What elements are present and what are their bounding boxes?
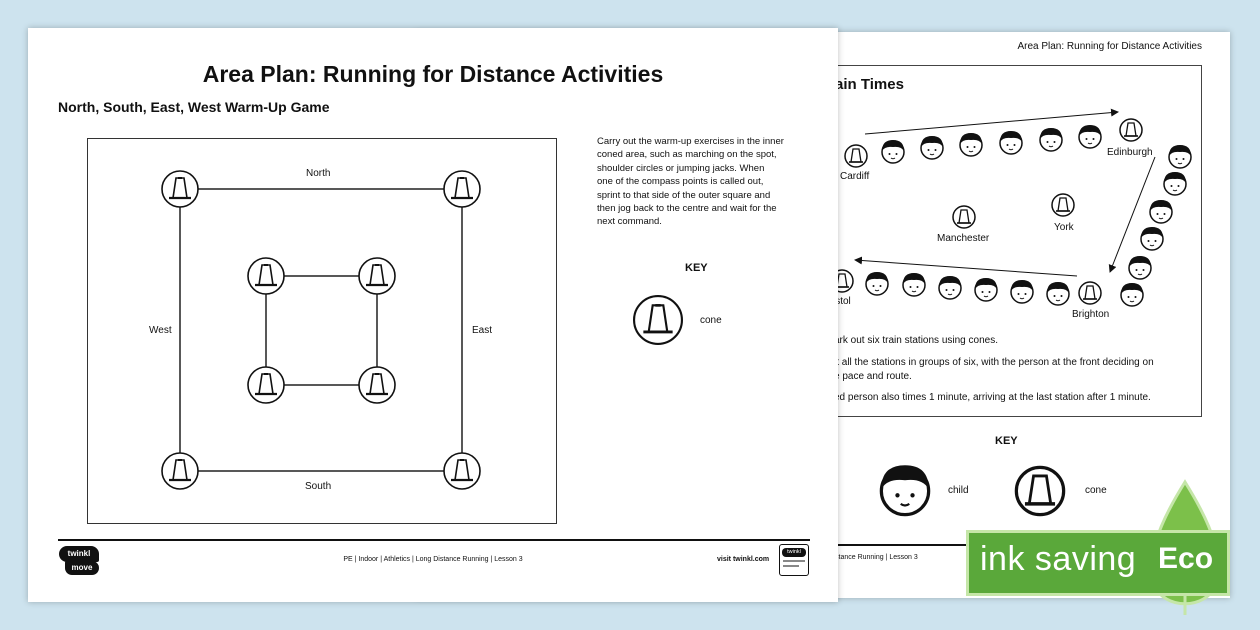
footer-course-info: PE | Indoor | Athletics | Long Distance …	[343, 556, 523, 563]
instruction-line: then jog back to the centre and wait for…	[597, 203, 777, 215]
logo-word-twinkl: twinkl	[59, 546, 99, 562]
child-icon	[974, 277, 998, 302]
key-child-icon	[879, 463, 931, 517]
key-cone-icon	[632, 294, 684, 346]
eco-label: Eco	[1158, 542, 1214, 575]
quality-badge: twinkl	[779, 544, 809, 576]
label-east: East	[472, 325, 493, 336]
york-cone-icon	[1051, 193, 1075, 217]
back-instruction-2: it all the stations in groups of six, wi…	[834, 357, 1154, 368]
ink-saving-banner	[966, 530, 1230, 596]
label-west: West	[149, 325, 172, 336]
child-icon	[1039, 127, 1063, 152]
back-instruction-1: ark out six train stations using cones.	[834, 335, 998, 346]
station-label-bristol: istol	[833, 296, 851, 307]
instruction-line: coned area, such as marching on the spot…	[597, 149, 777, 161]
child-icon	[999, 130, 1023, 155]
page-subtitle: North, South, East, West Warm-Up Game	[58, 99, 330, 115]
instruction-line: next command.	[597, 216, 662, 228]
back-key-cone-label: cone	[1085, 485, 1107, 496]
instructions-text: Carry out the warm-up exercises in the i…	[597, 135, 817, 229]
child-icon	[881, 139, 905, 164]
outer-cone-sw-icon	[160, 451, 200, 491]
footer-website-link[interactable]: visit twinkl.com	[717, 556, 770, 563]
station-label-edinburgh: Edinburgh	[1107, 147, 1153, 158]
child-icon	[1010, 279, 1034, 304]
play-area-boundary	[87, 138, 557, 524]
inner-cone-nw-icon	[246, 256, 286, 296]
inner-cone-ne-icon	[357, 256, 397, 296]
twinkl-move-logo: twinkl move	[59, 546, 105, 576]
key-cone-label: cone	[700, 315, 722, 326]
back-instruction-4: ed person also times 1 minute, arriving …	[834, 392, 1151, 403]
back-key-child-label: child	[948, 485, 969, 496]
child-icon	[1149, 199, 1173, 224]
footer-rule	[58, 539, 810, 541]
manchester-cone-icon	[952, 205, 976, 229]
brighton-cone-icon	[1078, 281, 1102, 305]
child-icon	[1120, 282, 1144, 307]
label-north: North	[306, 168, 331, 179]
child-icon	[959, 132, 983, 157]
back-instruction-3: e pace and route.	[834, 371, 912, 382]
instruction-line: shoulder circles or jumping jacks. When	[597, 162, 765, 174]
ink-saving-text: ink saving	[980, 540, 1137, 578]
instruction-line: Carry out the warm-up exercises in the i…	[597, 136, 784, 147]
badge-line	[783, 560, 805, 562]
badge-label: twinkl	[782, 548, 806, 557]
station-label-brighton: Brighton	[1072, 309, 1110, 320]
child-icon	[1046, 281, 1070, 306]
inner-cone-se-icon	[357, 365, 397, 405]
child-icon	[920, 135, 944, 160]
back-page-header: Area Plan: Running for Distance Activiti…	[1017, 41, 1202, 52]
instruction-line: sprint to that side of the outer square …	[597, 189, 771, 201]
back-section-title: ain Times	[835, 76, 904, 93]
back-footer-text: stance Running | Lesson 3	[835, 554, 918, 561]
outer-cone-nw-icon	[160, 169, 200, 209]
child-icon	[1163, 171, 1187, 196]
key-title: KEY	[685, 262, 708, 274]
front-worksheet-page: Area Plan: Running for Distance Activiti…	[28, 28, 838, 602]
page-title: Area Plan: Running for Distance Activiti…	[202, 61, 664, 87]
instruction-line: one of the compass points is called out,	[597, 176, 764, 188]
logo-word-move: move	[65, 561, 99, 575]
station-label-york: York	[1054, 222, 1074, 233]
child-icon	[902, 272, 926, 297]
child-icon	[1140, 226, 1164, 251]
station-label-manchester: Manchester	[937, 233, 990, 244]
warm-up-diagram	[160, 169, 684, 491]
outer-cone-ne-icon	[442, 169, 482, 209]
inner-cone-sw-icon	[246, 365, 286, 405]
cardiff-cone-icon	[844, 144, 868, 168]
child-icon	[1128, 255, 1152, 280]
child-icon	[1168, 144, 1192, 169]
outer-cone-se-icon	[442, 451, 482, 491]
station-label-cardiff: Cardiff	[840, 171, 870, 182]
badge-line	[783, 565, 799, 567]
back-key-title: KEY	[995, 435, 1018, 447]
train-route-diagram	[830, 108, 1192, 517]
child-icon	[1078, 124, 1102, 149]
edinburgh-cone-icon	[1119, 118, 1143, 142]
child-icon	[938, 275, 962, 300]
label-south: South	[305, 481, 332, 492]
child-icon	[865, 271, 889, 296]
